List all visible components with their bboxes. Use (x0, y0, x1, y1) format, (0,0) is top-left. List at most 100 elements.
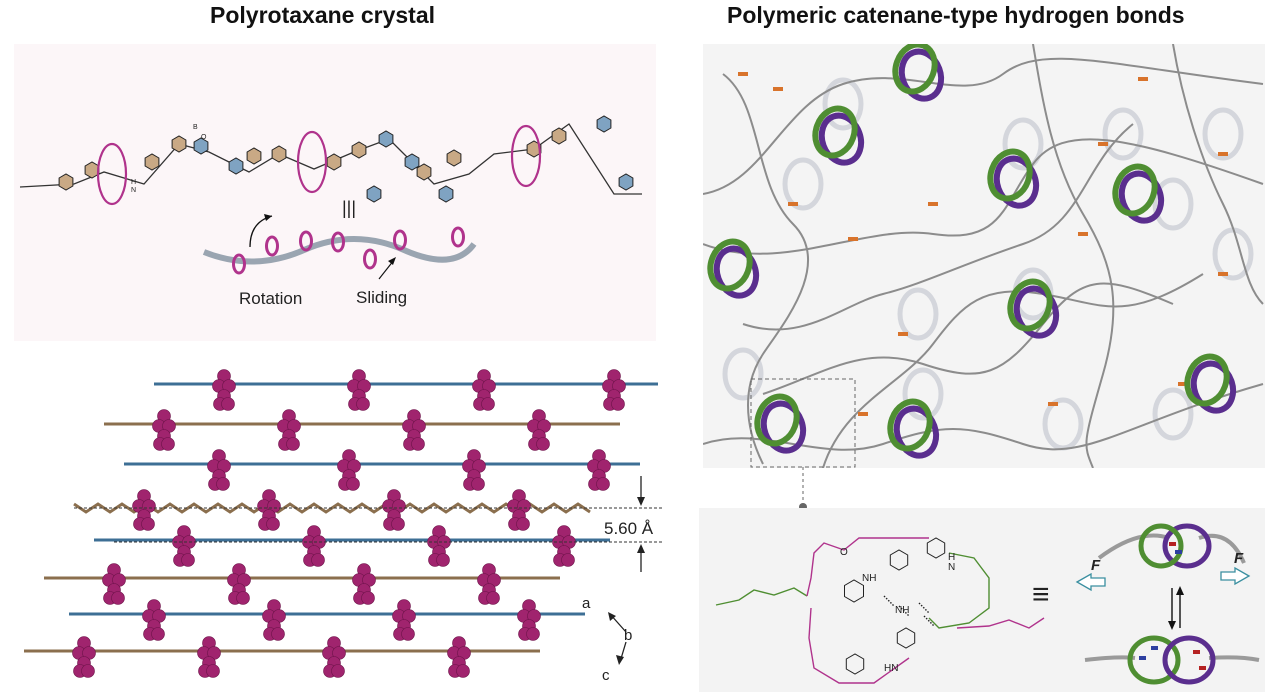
polymer-strand (722, 73, 810, 465)
boronate-ester-groups (193, 115, 634, 203)
schematic-strand-bottom-right (1208, 655, 1260, 662)
hydrogen-bond (923, 615, 935, 627)
macrocycle-sphere (471, 477, 485, 491)
macrocycle-sphere (486, 591, 500, 605)
macrocycle-sphere (331, 664, 345, 678)
schematic-strand (202, 236, 477, 265)
strand-marker (928, 202, 938, 206)
strand-markers (738, 72, 1228, 416)
catenane-ring-green (1112, 163, 1158, 217)
purple-ring-chain (806, 537, 929, 597)
strand-marker (1078, 232, 1088, 236)
faint-ring (897, 287, 939, 341)
strand-marker (1138, 77, 1148, 81)
purple-alkyl-chain (956, 617, 1045, 629)
boronate-phenyl-ring (596, 115, 612, 133)
macrocycle-sphere (596, 477, 610, 491)
catenane-network-panel (703, 44, 1265, 468)
faint-ring (902, 367, 944, 421)
benzene-ring (416, 163, 432, 181)
macrocycle-sphere (266, 517, 280, 531)
macrocycle-sphere (401, 627, 415, 641)
purple-ring-chain-lower (808, 607, 910, 684)
benzene-ring (551, 127, 567, 145)
catenane-ring-green (754, 393, 800, 447)
hbond-unit-marker (1175, 550, 1182, 554)
green-aryl-ring (844, 579, 864, 603)
macrocycle-sphere (311, 553, 325, 567)
strand-marker (738, 72, 748, 76)
hydrogen-bond (898, 605, 910, 617)
green-aryl-ring-3 (896, 627, 916, 649)
schematic-ring (265, 235, 279, 257)
macrocycle-sphere (561, 553, 575, 567)
sliding-arrowhead (388, 257, 396, 265)
catenane-ring-green (1184, 353, 1230, 407)
faint-ring (722, 347, 764, 401)
spacing-arrowhead-bottom (637, 544, 645, 553)
macrocycle-sphere (81, 664, 95, 678)
hbond-unit-marker (1151, 646, 1158, 650)
strand-marker (1048, 402, 1058, 406)
macrocycle-sphere (611, 397, 625, 411)
catenane-schematic (1075, 523, 1260, 685)
strand-marker (898, 332, 908, 336)
macrocycle-sphere (436, 553, 450, 567)
equivalence-symbol-2: ≡ (1032, 578, 1050, 611)
purple-aryl-ring (889, 549, 909, 571)
macrocycle-sphere (141, 517, 155, 531)
catenane-ring-green (707, 238, 753, 292)
hydrogen-bond (918, 602, 930, 614)
macrocycle-spheres (72, 369, 626, 678)
benzene-ring (271, 145, 287, 163)
o-label: O (840, 547, 848, 558)
schematic-ring-purple-top (1162, 523, 1212, 569)
benzene-ring (246, 147, 262, 165)
catenane-ring-purple (993, 155, 1040, 209)
strand-marker (1098, 142, 1108, 146)
atom-label-h: H (131, 179, 136, 186)
hydrogen-bond (883, 595, 895, 607)
h-label: H (948, 552, 955, 563)
macrocycle-sphere (111, 591, 125, 605)
catenane-ring-purple (1013, 285, 1060, 339)
schematic-ring-green-bottom (1127, 635, 1181, 685)
boronate-phenyl-ring (438, 185, 454, 203)
catenane-ring-purple (818, 112, 865, 166)
benzene-ring (171, 135, 187, 153)
schematic-rings (232, 226, 465, 275)
catenane-ring-green (1007, 278, 1053, 332)
faint-ring (1102, 107, 1144, 161)
layer-spacing-label: 5.60 Å (604, 519, 654, 538)
polymer-strand (822, 273, 1204, 468)
faint-ring (1042, 397, 1084, 451)
macrocycle-sphere (391, 517, 405, 531)
faint-ring (1002, 117, 1044, 171)
polyrotaxane-structure-panel: ||| Rotation Sliding N H B O (14, 44, 656, 341)
benzene-ring (526, 140, 542, 158)
crystal-layers (24, 382, 658, 653)
schematic-ring-green-top (1138, 523, 1184, 569)
green-ring-chain (928, 552, 990, 629)
benzene-ring (326, 153, 342, 171)
strand-marker (1178, 382, 1188, 386)
benzene-ring (144, 153, 160, 171)
catenane-ring-purple (1118, 170, 1165, 224)
crystal-packing-panel: 5.60 Å a b c (14, 350, 664, 692)
force-label-right: F (1234, 550, 1244, 567)
axis-a-label: a (582, 595, 591, 612)
schematic-ring (331, 231, 345, 253)
atom-label-b: B (193, 124, 198, 131)
strand-marker (858, 412, 868, 416)
strand-marker (1218, 272, 1228, 276)
polymer-strand (1172, 44, 1264, 305)
background-faint-rings (722, 77, 1254, 451)
macrocycle-sphere (286, 437, 300, 451)
purple-aryl-ring-2 (845, 653, 865, 675)
schematic-strand-top-left (1097, 533, 1170, 560)
nh-label-1: NH (862, 573, 876, 584)
macrocycle-sphere (346, 477, 360, 491)
polymer-strand (703, 138, 1264, 255)
polyrotaxane-structure-diagram: ||| Rotation Sliding N H B O (19, 115, 642, 308)
macrocycle-sphere (206, 664, 220, 678)
